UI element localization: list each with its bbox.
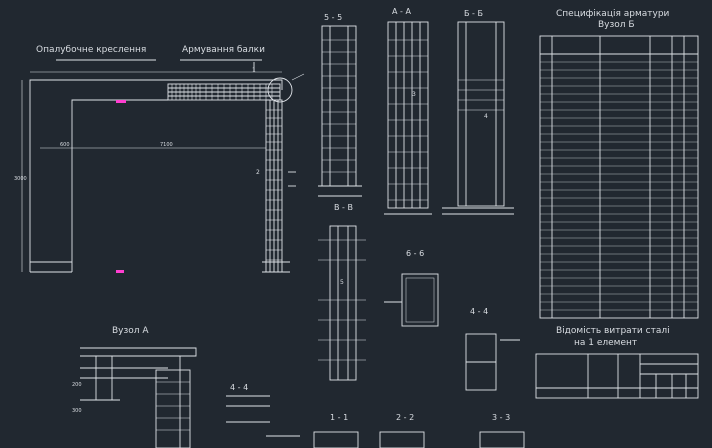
cad-marker-top [116, 100, 126, 103]
mid-views [318, 225, 520, 391]
cad-marker-bottom [116, 270, 124, 273]
material-title: Відомість витрати сталі [556, 326, 670, 336]
dim-height: 3000 [14, 176, 27, 182]
material-table [535, 353, 699, 399]
title-formwork: Опалубочне креслення [36, 45, 146, 55]
node-a [80, 347, 270, 448]
title-view-b-b: Б - Б [464, 9, 483, 18]
marker-4: 4 [484, 113, 488, 120]
material-subtitle: на 1 елемент [574, 338, 637, 348]
title-section-3-3: 3 - 3 [492, 413, 510, 422]
spec-title: Специфікація арматури [556, 9, 670, 19]
dim-d3: 300 [72, 408, 82, 414]
spec-subtitle: Вузол Б [598, 20, 635, 30]
dim-span: 7100 [160, 142, 173, 148]
column-views [318, 21, 514, 215]
marker-5: 5 [340, 279, 344, 286]
title-view-a-a: А - А [392, 7, 411, 16]
title-section-4-4: 4 - 4 [470, 307, 488, 316]
dim-d2: 200 [72, 382, 82, 388]
marker-3: 3 [412, 91, 416, 98]
title-section-6-6: 6 - 6 [406, 249, 424, 258]
marker-1: 1 [252, 67, 256, 74]
frame-elevation [21, 59, 305, 273]
title-view-v-v: В - В [334, 203, 353, 212]
dim-d1: 600 [60, 142, 70, 148]
title-section-1-1: 1 - 1 [330, 413, 348, 422]
title-reinforcement: Армування балки [182, 45, 265, 55]
bottom-sections [266, 431, 525, 448]
title-section-5-5: 5 - 5 [324, 13, 342, 22]
spec-table [539, 35, 699, 319]
title-section-2-2: 2 - 2 [396, 413, 414, 422]
title-node-a: Вузол А [112, 326, 149, 336]
title-section-extra: 4 - 4 [230, 383, 248, 392]
marker-2: 2 [256, 169, 260, 176]
